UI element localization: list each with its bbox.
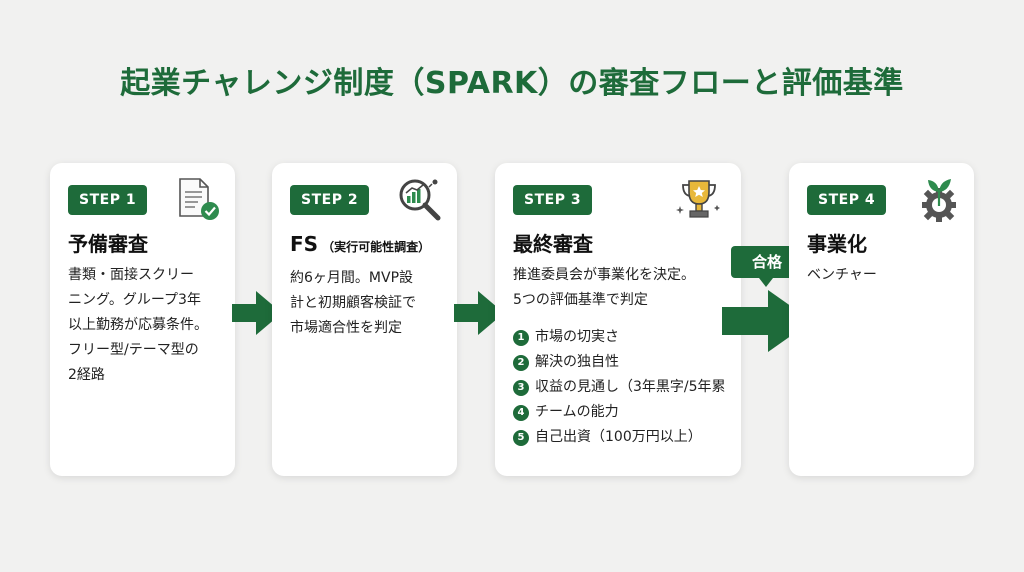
criteria-text: 解決の独自性 [535,354,619,370]
step-2-card: STEP 2 FS（実行可能性調査） 約6ヶ月間。MVP設 計と初期顧客検証で … [272,163,457,476]
step-3-card: STEP 3 最終審査 推進委員会が事業化を決定。 5つの評価基準で判定 1 市場… [495,163,741,476]
sprout-gear-icon [922,179,956,222]
magnifier-chart-icon [399,179,441,221]
criteria-item: 4 チームの能力 [513,400,723,425]
arrow-right-icon [454,291,504,335]
step-3-badge: STEP 3 [513,185,593,215]
criteria-item: 3 収益の見通し（3年黒字/5年累 [513,375,726,400]
document-check-icon [179,178,219,220]
step-2-badge: STEP 2 [290,185,370,215]
step-2-body: 約6ヶ月間。MVP設 計と初期顧客検証で 市場適合性を判定 [290,270,416,336]
trophy-icon [676,180,720,218]
arrow-right-icon [232,291,282,335]
criteria-item: 2 解決の独自性 [513,350,723,375]
criteria-item: 5 自己出資（100万円以上） [513,425,723,450]
step-4-badge: STEP 4 [807,185,887,215]
criteria-text: 市場の切実さ [535,329,619,345]
step-4-title: 事業化 [807,232,867,256]
criteria-item: 1 市場の切実さ [513,325,723,350]
step-2-title-main: FS [290,232,319,256]
criteria-text: 収益の見通し（3年黒字/5年累 [535,379,726,395]
step-4-body: ベンチャー [807,267,877,283]
step-2-title: FS（実行可能性調査） [290,231,439,260]
step-1-badge: STEP 1 [68,185,148,215]
criteria-number: 5 [513,429,529,446]
step-3-title: 最終審査 [513,232,593,256]
criteria-text: 自己出資（100万円以上） [535,429,702,445]
step-3-body: 推進委員会が事業化を決定。 5つの評価基準で判定 [513,267,695,308]
step-2-title-sub: （実行可能性調査） [322,240,431,254]
criteria-number: 2 [513,354,529,371]
criteria-number: 1 [513,329,529,346]
criteria-number: 3 [513,379,529,396]
step-1-body: 書類・面接スクリー ニング。グループ3年 以上勤務が応募条件。 フリー型/テーマ… [68,267,208,383]
criteria-text: チームの能力 [535,404,619,420]
step-1-title: 予備審査 [68,232,148,256]
page-title: 起業チャレンジ制度（SPARK）の審査フローと評価基準 [120,66,904,101]
criteria-list: 1 市場の切実さ 2 解決の独自性 3 収益の見通し（3年黒字/5年累 4 チームの能力… [513,325,726,450]
criteria-number: 4 [513,404,529,421]
